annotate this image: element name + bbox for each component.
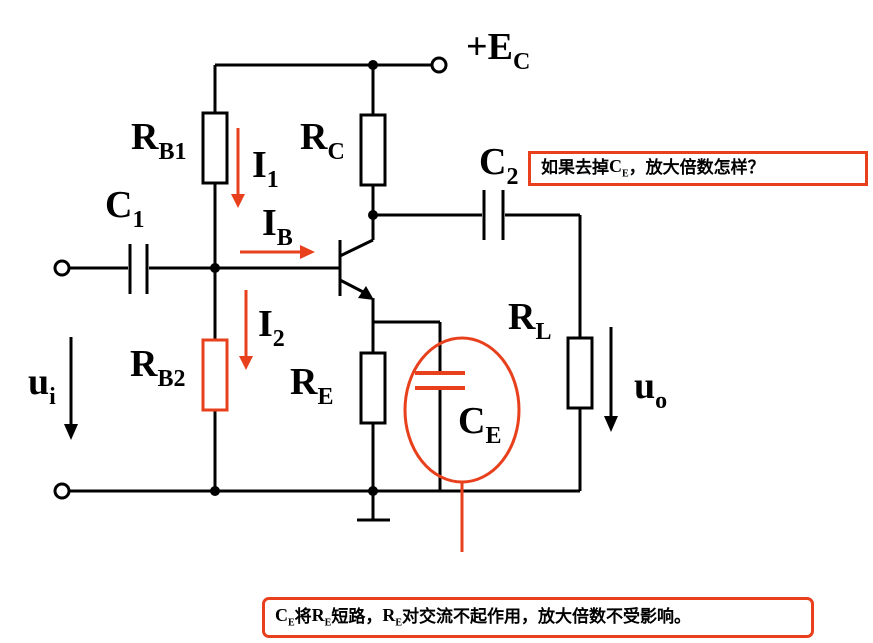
- capacitor-c2: [482, 190, 505, 240]
- junction-dots: [210, 60, 378, 496]
- transistor: [338, 238, 374, 296]
- resistor-rc: [359, 113, 387, 187]
- answer-re-2: RE: [382, 605, 403, 629]
- emitter-arrow: [358, 286, 374, 300]
- i1-arrow: [231, 128, 245, 208]
- label-rb2: RB2: [130, 343, 186, 392]
- question-text-before: 如果去掉: [541, 158, 609, 178]
- label-rc: RC: [300, 116, 345, 165]
- resistor-rl: [566, 336, 594, 410]
- label-i2: I2: [258, 303, 285, 352]
- label-re: RE: [290, 361, 334, 410]
- ib-arrow: [240, 245, 315, 259]
- capacitor-c1: [128, 244, 149, 294]
- answer-re: RE: [311, 605, 332, 629]
- uo-arrow: [604, 327, 618, 432]
- label-ce: CE: [458, 400, 502, 449]
- resistor-rb2: [201, 338, 229, 412]
- ec-terminal: [430, 56, 448, 74]
- resistor-re: [359, 351, 387, 425]
- label-i1: I1: [252, 144, 279, 193]
- circuit-wires: [70, 63, 582, 522]
- question-text-after: ，放大倍数怎样？: [628, 158, 765, 178]
- label-ui: ui: [28, 361, 56, 410]
- label-ib: IB: [262, 202, 293, 251]
- label-c2: C2: [479, 141, 519, 190]
- terminals: [53, 56, 448, 500]
- capacitor-ce: [415, 371, 465, 390]
- ground-terminal: [53, 482, 71, 500]
- ui-arrow: [64, 337, 78, 440]
- question-ce: CE: [609, 156, 629, 180]
- i2-arrow: [239, 290, 253, 370]
- input-terminal: [53, 259, 71, 277]
- resistor-rb1: [201, 111, 229, 185]
- label-ec: +EC: [466, 26, 531, 75]
- label-uo: uo: [634, 365, 668, 414]
- label-rb1: RB1: [131, 116, 187, 165]
- label-rl: RL: [508, 296, 552, 345]
- label-c1: C1: [105, 184, 145, 233]
- answer-ce: CE: [275, 605, 295, 629]
